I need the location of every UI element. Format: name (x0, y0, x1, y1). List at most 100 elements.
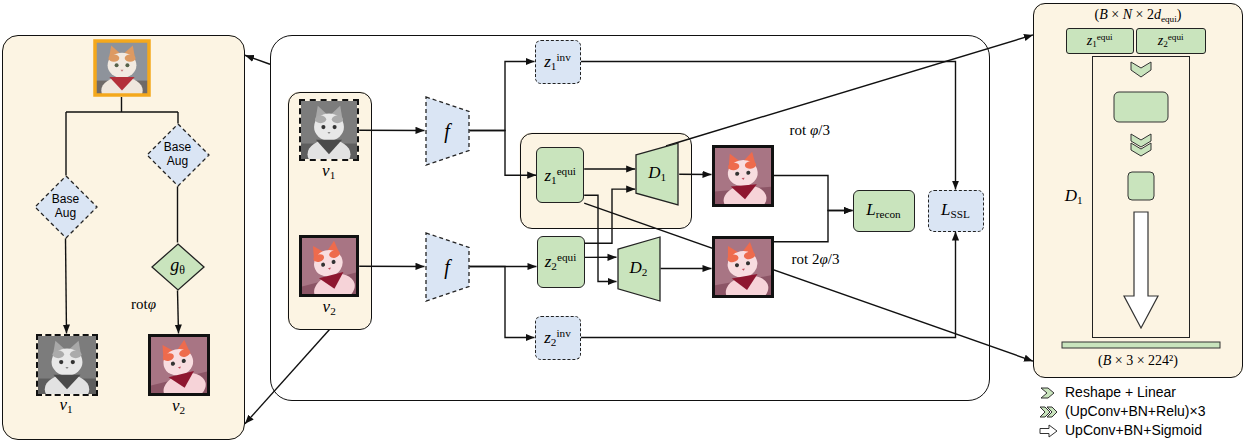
text-part: Base Aug (52, 192, 79, 219)
decoder-detail-panel: z1equiz2equiD1(B × N × 2dequi)(B × 3 × 2… (1033, 3, 1243, 378)
text-part: equi (1097, 32, 1113, 42)
text-holder: z1equi (537, 148, 583, 202)
text-part: z (1158, 33, 1163, 48)
connector-arrow (470, 62, 535, 131)
equivariant-embedding: z1equi (536, 147, 584, 203)
connector-arrow (177, 187, 178, 243)
text-part: Reshape + Linear (1065, 384, 1176, 400)
text-part: recon (876, 208, 901, 220)
connector-arrow (679, 173, 711, 175)
node-label: rot 2φ/3 (792, 251, 840, 268)
equivariant-embedding: z2equi (537, 236, 585, 288)
legend-row: UpConv+BN+Sigmoid (1038, 421, 1205, 440)
connector-arrow (584, 168, 635, 169)
text-part: D (648, 163, 660, 182)
text-part: 1 (551, 173, 557, 185)
augmentation-panel: Base AugBase Auggθv1v2 (2, 35, 245, 440)
text-holder: Base Aug (34, 175, 98, 239)
encoder-trapezoid: f (425, 96, 470, 166)
connector-arrow (470, 267, 535, 338)
text-holder: (B × N × 2dequi) (1095, 7, 1182, 24)
connector-arrow (470, 131, 537, 176)
photo-content (715, 239, 771, 295)
text-part: f (444, 256, 450, 278)
node-label: z2equi (545, 251, 577, 272)
text-part: φ (819, 251, 827, 267)
text-part: v (323, 297, 331, 316)
photo (302, 238, 356, 294)
node-label: z2equi (1158, 32, 1184, 49)
node-label: v2 (323, 298, 336, 317)
text-part: 1 (330, 169, 336, 181)
legend-label: (UpConv+BN+Relu)×3 (1065, 404, 1205, 419)
shape-fill (35, 176, 97, 238)
text-part: θ (179, 263, 185, 277)
text-holder: LSSL (929, 191, 983, 231)
text-part: L (941, 200, 950, 219)
connector-arrow (661, 268, 712, 269)
legend-label: Reshape + Linear (1065, 385, 1176, 400)
text-part: f (444, 120, 450, 142)
node-label: D1 (1065, 187, 1083, 206)
text-part: 1 (551, 60, 557, 72)
text-holder: z1inv (536, 41, 580, 83)
text-part: z (544, 165, 551, 184)
concat-embedding: z1equi (1066, 28, 1134, 54)
photo-content (302, 238, 356, 294)
photo (715, 239, 771, 295)
text-part: 1 (67, 403, 73, 415)
text-holder: rot 2φ/3 (792, 251, 840, 268)
text-part: v (59, 395, 67, 414)
node-label: D2 (630, 259, 648, 278)
decoder-trapezoid: D1 (635, 142, 679, 206)
loss-box: LSSL (928, 190, 984, 232)
photo-content (301, 101, 357, 159)
photo (38, 336, 96, 394)
shape-fill (426, 233, 469, 301)
shape-fill (618, 237, 660, 301)
photo-content (151, 337, 207, 393)
text-part: ( (1098, 353, 1103, 368)
text-holder: z2equi (538, 237, 584, 287)
text-part: (UpConv+BN+Relu)×3 (1065, 403, 1205, 419)
text-holder: rotφ (131, 296, 156, 313)
image-thumbnail: v2 (148, 334, 210, 396)
panel-ground (1033, 3, 1243, 378)
node-label: rot φ/3 (790, 122, 830, 139)
legend-sample (1038, 386, 1060, 400)
connector-arrow (585, 189, 636, 243)
text-part: × (1108, 7, 1123, 22)
text-holder: gθ (151, 243, 205, 291)
text-part: rot (131, 296, 148, 312)
node-label: f (444, 256, 450, 278)
connector-arrow (178, 291, 179, 334)
node-label: z1equi (1087, 32, 1113, 49)
text-part: inv (556, 51, 570, 63)
invariant-embedding: z1inv (535, 40, 581, 84)
text-part: g (170, 255, 179, 275)
connector-arrow (359, 265, 424, 267)
legend: Reshape + Linear (UpConv+BN+Relu)×3UpConv… (1038, 383, 1205, 440)
text-holder: v2 (172, 397, 185, 416)
text-part: φ (148, 296, 156, 312)
text-part: φ (810, 122, 818, 138)
connector-arrow (245, 330, 330, 424)
augmentation-diamond: Base Aug (34, 175, 98, 239)
node-label: z2inv (544, 327, 571, 348)
decoder-group: z1equiD1 (520, 133, 692, 229)
photo (151, 337, 207, 393)
text-part: SSL (951, 208, 970, 220)
text-holder: z1equi (1067, 29, 1133, 53)
node-label: z1inv (544, 51, 571, 72)
text-part: 2 (330, 305, 336, 317)
panel-ground (270, 35, 990, 401)
text-part: equi (557, 251, 576, 263)
text-part: z (545, 252, 552, 271)
input-views-group: v 1 v2 (288, 92, 372, 330)
node-label: D1 (648, 164, 666, 183)
feature-block (1128, 172, 1154, 200)
invariant-embedding: z2inv (535, 316, 581, 360)
node-label: Lrecon (866, 201, 900, 220)
node-label: z1equi (544, 165, 576, 186)
